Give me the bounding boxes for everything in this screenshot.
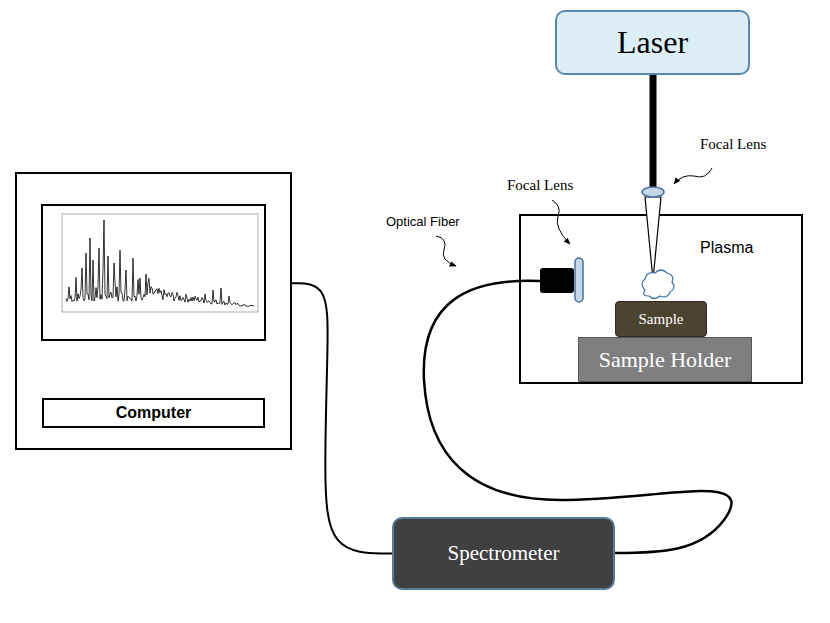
- leader-line: [674, 168, 712, 184]
- monitor-screen: [42, 205, 265, 340]
- sample-block-label: Sample: [639, 311, 684, 328]
- sample-holder: Sample Holder: [578, 337, 752, 382]
- focused-beam: [645, 197, 661, 280]
- focal-lens-side: [575, 258, 583, 302]
- plasma-label: Plasma: [700, 239, 753, 257]
- sample-block: Sample: [615, 301, 707, 337]
- sample-holder-label: Sample Holder: [599, 347, 732, 373]
- fiber-label: Optical Fiber: [386, 214, 460, 229]
- computer-box-label: Computer: [42, 398, 265, 428]
- chamber-box: [520, 215, 802, 383]
- computer-box: Computer: [15, 172, 292, 450]
- spectrum-plot: [66, 220, 254, 307]
- leader-line: [436, 236, 456, 266]
- plot-area: [62, 214, 258, 312]
- laser-beam: [650, 75, 657, 187]
- cable: [292, 283, 392, 553]
- chamber-ground: [521, 216, 801, 382]
- leader-line: [552, 200, 570, 244]
- plasma-cloud: [642, 270, 674, 299]
- spectrometer-box: Spectrometer: [392, 517, 615, 590]
- focal-lens-top: [642, 187, 664, 197]
- spectrum-trace: [66, 220, 254, 307]
- optical-fiber: [424, 281, 732, 553]
- lens-label: Focal Lens: [700, 136, 766, 153]
- lens-label: Focal Lens: [507, 177, 573, 194]
- fiber-collector: [540, 268, 574, 293]
- spectrometer-box-label: Spectrometer: [448, 541, 560, 566]
- computer-ground: [17, 174, 290, 448]
- laser-box-label: Laser: [617, 24, 688, 61]
- laser-box: Laser: [555, 10, 750, 75]
